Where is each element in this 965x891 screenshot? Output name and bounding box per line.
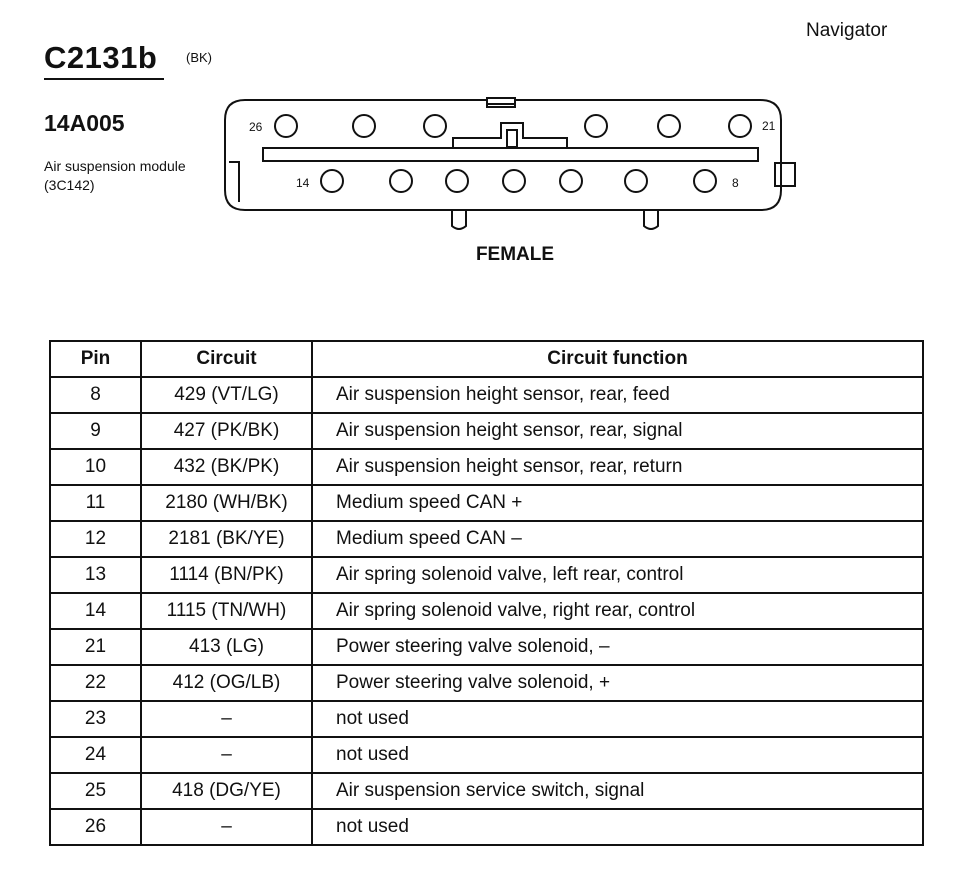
function-cell: not used (311, 808, 924, 846)
pin-cell: 13 (49, 556, 142, 594)
top-tab (486, 97, 516, 108)
connector-id: C2131b (44, 40, 158, 75)
pin-cell: 14 (49, 592, 142, 630)
pin-cell: 21 (49, 628, 142, 666)
function-cell: Power steering valve solenoid, + (311, 664, 924, 702)
circuit-cell: 2181 (BK/YE) (140, 520, 313, 558)
circuit-cell: 432 (BK/PK) (140, 448, 313, 486)
pin-cavity (657, 114, 681, 138)
table-row: 23–not used (49, 700, 924, 738)
pin-cavity (352, 114, 376, 138)
function-cell: Medium speed CAN – (311, 520, 924, 558)
pin-label-21: 21 (762, 119, 776, 133)
pin-cavity (624, 169, 648, 193)
connector-color: (BK) (186, 50, 212, 65)
vehicle-label: Navigator (806, 20, 888, 41)
header-function: Circuit function (311, 340, 924, 378)
bottom-post-right (643, 210, 659, 230)
pin-label-26: 26 (249, 120, 263, 134)
pin-cavity (445, 169, 469, 193)
header-pin: Pin (49, 340, 142, 378)
pin-cell: 26 (49, 808, 142, 846)
circuit-cell: – (140, 700, 313, 738)
circuit-cell: 1115 (TN/WH) (140, 592, 313, 630)
function-cell: Air spring solenoid valve, right rear, c… (311, 592, 924, 630)
pin-cavity (584, 114, 608, 138)
pin-cell: 8 (49, 376, 142, 414)
part-number: 14A005 (44, 110, 125, 136)
circuit-cell: 418 (DG/YE) (140, 772, 313, 810)
pin-cell: 10 (49, 448, 142, 486)
latch-rail (262, 147, 759, 162)
table-row: 26–not used (49, 808, 924, 846)
pin-cell: 24 (49, 736, 142, 774)
pin-cavity (389, 169, 413, 193)
connector-face-diagram: 26 21 14 8 (224, 97, 796, 230)
pin-cavity (502, 169, 526, 193)
pin-cell: 23 (49, 700, 142, 738)
connector-gender: FEMALE (475, 244, 555, 265)
table-header-row: Pin Circuit Circuit function (49, 340, 924, 378)
circuit-cell: – (140, 808, 313, 846)
connector-id-underline (44, 78, 164, 80)
function-cell: not used (311, 700, 924, 738)
center-key-slot (506, 129, 518, 148)
pin-cell: 12 (49, 520, 142, 558)
table-row: 24–not used (49, 736, 924, 774)
circuit-cell: 429 (VT/LG) (140, 376, 313, 414)
pin-cavity (423, 114, 447, 138)
circuit-cell: 2180 (WH/BK) (140, 484, 313, 522)
pin-cavity (320, 169, 344, 193)
center-key (452, 122, 568, 147)
pin-cell: 22 (49, 664, 142, 702)
pin-cavity (274, 114, 298, 138)
pin-cavity (728, 114, 752, 138)
right-nub (774, 162, 796, 187)
circuit-cell: 1114 (BN/PK) (140, 556, 313, 594)
function-cell: Air suspension height sensor, rear, sign… (311, 412, 924, 450)
function-cell: Air suspension height sensor, rear, retu… (311, 448, 924, 486)
pin-cell: 11 (49, 484, 142, 522)
function-cell: Air spring solenoid valve, left rear, co… (311, 556, 924, 594)
circuit-cell: 413 (LG) (140, 628, 313, 666)
function-cell: not used (311, 736, 924, 774)
connector-housing (224, 99, 782, 211)
left-nub (229, 161, 240, 202)
pin-label-14: 14 (296, 176, 310, 190)
pin-cavity (559, 169, 583, 193)
header-circuit: Circuit (140, 340, 313, 378)
function-cell: Medium speed CAN + (311, 484, 924, 522)
pin-cell: 25 (49, 772, 142, 810)
connector-description: Air suspension module (3C142) (44, 158, 186, 193)
function-cell: Power steering valve solenoid, – (311, 628, 924, 666)
circuit-cell: 427 (PK/BK) (140, 412, 313, 450)
circuit-cell: – (140, 736, 313, 774)
pin-label-8: 8 (732, 176, 739, 190)
function-cell: Air suspension service switch, signal (311, 772, 924, 810)
pin-cavity (693, 169, 717, 193)
circuit-cell: 412 (OG/LB) (140, 664, 313, 702)
pin-cell: 9 (49, 412, 142, 450)
bottom-post-left (451, 210, 467, 230)
function-cell: Air suspension height sensor, rear, feed (311, 376, 924, 414)
